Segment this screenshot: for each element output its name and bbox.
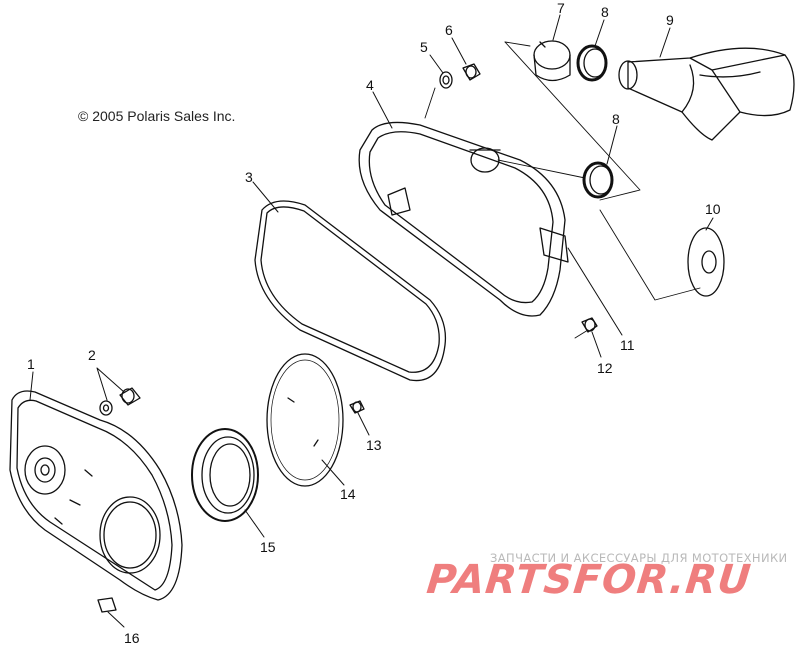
callout-12: 12 (597, 360, 613, 376)
part-4-outer-cover (358, 121, 569, 317)
callout-13: 13 (366, 437, 382, 453)
part-5-grommet (439, 71, 453, 89)
part-2-bolt-washer (99, 387, 141, 416)
part-15-seal-ring (191, 428, 259, 522)
callout-8-lower: 8 (612, 111, 620, 127)
callout-11: 11 (620, 337, 635, 353)
callout-5: 5 (420, 39, 428, 55)
part-14-plate (266, 353, 344, 487)
callout-14: 14 (340, 486, 356, 502)
watermark-logo: PARTSFOR.RU (425, 557, 754, 603)
callout-2: 2 (88, 347, 96, 363)
part-8-clamp-lower (582, 161, 614, 199)
part-6-plug (462, 63, 481, 81)
part-9-air-duct (618, 47, 795, 141)
callout-9: 9 (666, 12, 674, 28)
callout-6: 6 (445, 22, 453, 38)
callout-8-upper: 8 (601, 4, 609, 20)
part-12-screw (581, 317, 598, 333)
callout-4: 4 (366, 77, 374, 93)
part-13-screw (349, 400, 365, 414)
callout-3: 3 (245, 169, 253, 185)
alignment-lines (424, 41, 701, 339)
callout-numbers: 1 2 3 4 5 6 7 8 8 9 10 11 12 13 14 15 16 (27, 0, 721, 645)
callout-10: 10 (705, 201, 721, 217)
part-7-boot (533, 40, 571, 82)
copyright-text: © 2005 Polaris Sales Inc. (78, 108, 236, 124)
watermark-tagline: ЗАПЧАСТИ И АКСЕССУАРЫ ДЛЯ МОТОТЕХНИКИ (490, 551, 788, 565)
part-3-drive-belt (254, 200, 447, 382)
part-1-inner-cover (9, 390, 183, 601)
callout-16: 16 (124, 630, 140, 645)
callout-1: 1 (27, 356, 35, 372)
callout-7: 7 (557, 0, 565, 16)
leader-lines (29, 14, 714, 628)
part-10-seal (687, 227, 725, 297)
part-16-clip (97, 597, 117, 613)
callout-15: 15 (260, 539, 276, 555)
part-8-clamp-upper (576, 44, 608, 82)
